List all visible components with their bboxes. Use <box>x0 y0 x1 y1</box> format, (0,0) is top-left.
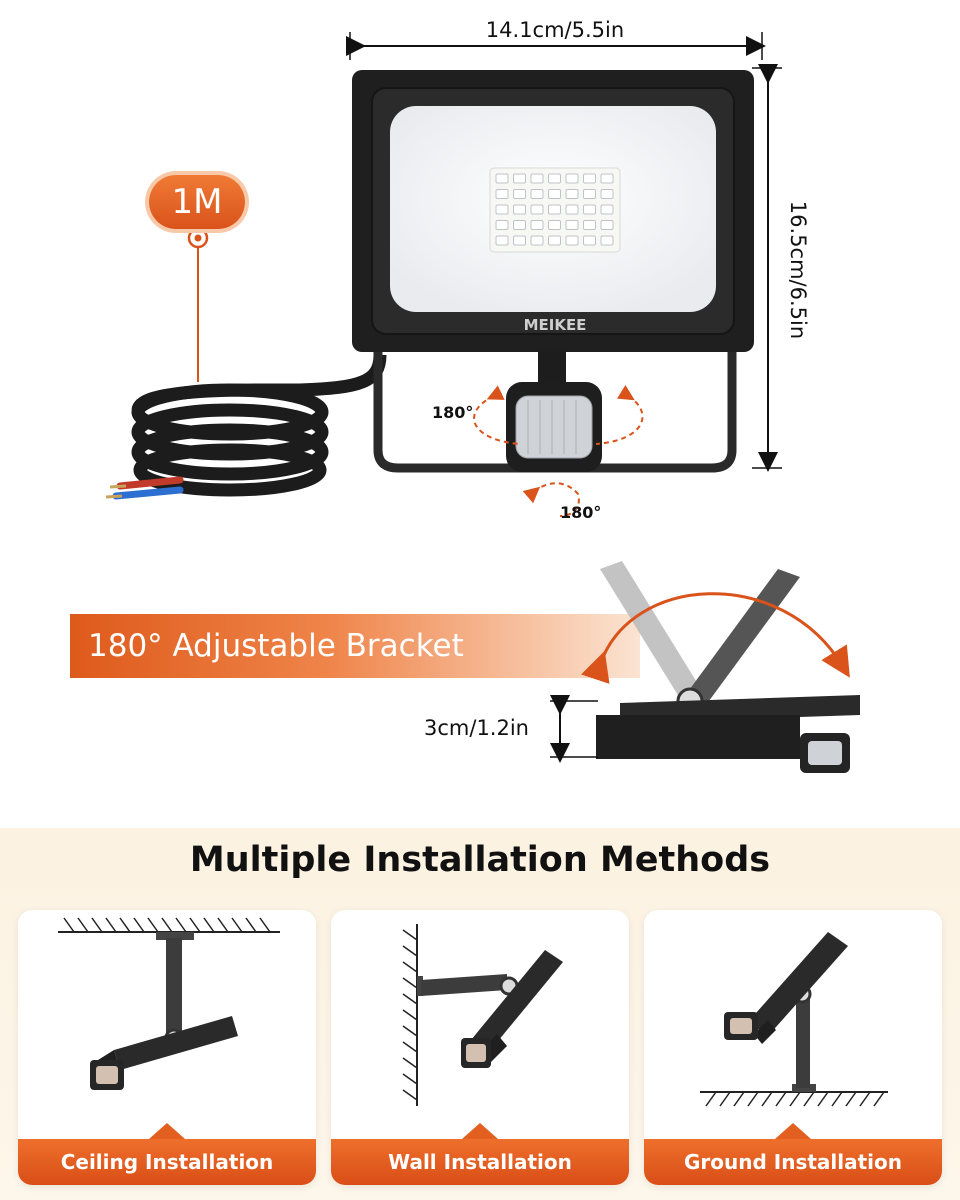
led-chip <box>513 220 526 230</box>
led-chip <box>583 173 596 184</box>
led-chip <box>548 235 561 246</box>
floodlight-illustration <box>105 32 782 517</box>
installation-card-wall: Wall Installation <box>331 910 629 1185</box>
led-chip <box>530 204 544 215</box>
led-chip <box>583 220 596 230</box>
led-chip <box>565 220 579 230</box>
ground-mount-illustration <box>700 932 888 1107</box>
depth-dimension-line <box>550 695 598 763</box>
led-chip <box>548 189 561 199</box>
width-dimension-label: 14.1cm/5.5in <box>485 18 625 42</box>
adjustable-bracket-title: 180° Adjustable Bracket <box>88 628 464 664</box>
led-chip <box>513 189 526 199</box>
vertical-rotation-arrow <box>522 482 580 517</box>
coiled-power-cable <box>131 354 387 497</box>
depth-dimension-label: 3cm/1.2in <box>424 716 529 740</box>
installation-heading: Multiple Installation Methods <box>189 840 771 880</box>
led-chip <box>583 235 596 246</box>
ceiling-installation-label: Ceiling Installation <box>18 1139 316 1185</box>
led-chip <box>495 235 509 246</box>
led-chip <box>495 220 509 230</box>
ceiling-mount-illustration <box>58 917 280 1090</box>
wall-installation-label: Wall Installation <box>331 1139 629 1185</box>
cable-length-badge: 1M <box>149 175 245 229</box>
height-dimension-line <box>752 64 782 472</box>
wall-mount-illustration <box>402 924 563 1106</box>
led-chip <box>548 220 561 230</box>
cable-length-pointer <box>187 227 209 382</box>
installation-card-ceiling: Ceiling Installation <box>18 910 316 1185</box>
ground-installation-label: Ground Installation <box>644 1139 942 1185</box>
led-chip <box>530 235 544 246</box>
led-chip <box>548 204 561 215</box>
pir-sensor-lens <box>515 395 593 459</box>
led-chip <box>583 204 596 215</box>
led-chip <box>495 189 509 199</box>
adjustable-bracket-banner: 180° Adjustable Bracket <box>70 614 640 678</box>
led-chip <box>583 189 596 199</box>
led-chip-array <box>489 167 621 253</box>
brand-logo: MEIKEE <box>523 316 587 334</box>
led-chip <box>530 220 544 230</box>
bracket-side-illustration <box>581 561 860 773</box>
led-chip <box>565 204 579 215</box>
led-chip <box>530 173 544 184</box>
led-chip <box>495 204 509 215</box>
horizontal-rotation-arrow <box>473 384 644 445</box>
horizontal-rotation-label: 180° <box>432 403 474 422</box>
cable-wire-ends <box>105 476 184 500</box>
installation-card-ground: Ground Installation <box>644 910 942 1185</box>
led-chip <box>600 235 614 246</box>
led-chip <box>513 204 526 215</box>
led-chip <box>600 189 614 199</box>
led-chip <box>565 173 579 184</box>
width-dimension-line <box>346 32 766 60</box>
height-dimension-label: 16.5cm/6.5in <box>786 200 810 340</box>
led-chip <box>600 173 614 184</box>
led-chip <box>565 235 579 246</box>
led-chip <box>495 173 509 184</box>
led-chip <box>548 173 561 184</box>
led-chip <box>600 220 614 230</box>
led-chip <box>530 189 544 199</box>
led-chip <box>565 189 579 199</box>
led-chip <box>600 204 614 215</box>
vertical-rotation-label: 180° <box>560 503 602 522</box>
led-chip <box>513 235 526 246</box>
led-chip <box>513 173 526 184</box>
